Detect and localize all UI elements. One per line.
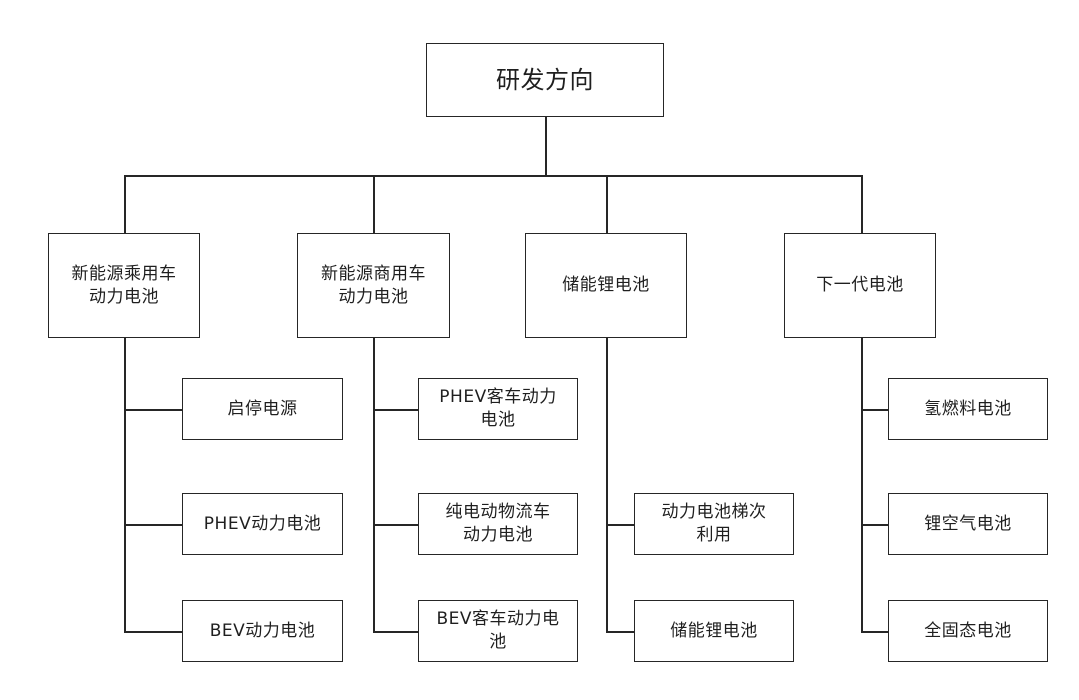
node-branch-label-1: 新能源乘用车 动力电池 (71, 263, 177, 307)
node-child-hydrogen-fuel-cell[interactable]: 氢燃料电池 (888, 378, 1048, 440)
connector-stub-b1-c3 (124, 631, 182, 633)
node-child-label-b2-c2: 纯电动物流车 动力电池 (445, 502, 551, 545)
connector-bus-drop-3 (606, 175, 608, 233)
node-child-bev-bus-power-battery[interactable]: BEV客车动力电 池 (418, 600, 578, 662)
connector-stub-b1-c1 (124, 409, 182, 411)
connector-stub-b2-c1 (373, 409, 418, 411)
node-root-label: 研发方向 (496, 65, 594, 94)
connector-stub-b2-c3 (373, 631, 418, 633)
connector-spine-branch-4 (861, 338, 863, 632)
node-child-label-b4-c1: 氢燃料电池 (924, 398, 1012, 419)
node-child-start-stop-power[interactable]: 启停电源 (182, 378, 343, 440)
connector-stub-b3-c2 (606, 631, 634, 633)
node-child-phev-bus-power-battery[interactable]: PHEV客车动力 电池 (418, 378, 578, 440)
node-child-label-b1-c3: BEV动力电池 (209, 620, 316, 641)
node-branch-label-4: 下一代电池 (816, 275, 904, 296)
node-child-bev-power-battery[interactable]: BEV动力电池 (182, 600, 343, 662)
node-child-all-solid-state-battery[interactable]: 全固态电池 (888, 600, 1048, 662)
connector-root-drop (545, 117, 547, 176)
node-child-battery-echelon-utilization[interactable]: 动力电池梯次 利用 (634, 493, 794, 555)
connector-stub-b4-c3 (861, 631, 888, 633)
node-child-label-b4-c2: 锂空气电池 (924, 513, 1012, 534)
connector-stub-b4-c1 (861, 409, 888, 411)
connector-bus-drop-2 (373, 175, 375, 233)
node-child-label-b3-c1: 动力电池梯次 利用 (661, 502, 767, 545)
node-branch-label-3: 储能锂电池 (562, 275, 650, 296)
connector-stub-b3-c1 (606, 524, 634, 526)
node-child-label-b4-c3: 全固态电池 (924, 620, 1012, 641)
node-child-label-b2-c1: PHEV客车动力 电池 (439, 387, 557, 430)
node-child-energy-storage-lithium-battery[interactable]: 储能锂电池 (634, 600, 794, 662)
connector-bus-drop-4 (861, 175, 863, 233)
node-child-bev-logistics-power-battery[interactable]: 纯电动物流车 动力电池 (418, 493, 578, 555)
connector-spine-branch-1 (124, 338, 126, 632)
node-child-label-b1-c1: 启停电源 (227, 398, 298, 419)
connector-level2-bus (124, 175, 862, 177)
node-child-lithium-air-battery[interactable]: 锂空气电池 (888, 493, 1048, 555)
node-root[interactable]: 研发方向 (426, 43, 664, 117)
node-branch-label-2: 新能源商用车 动力电池 (321, 263, 426, 307)
connector-stub-b4-c2 (861, 524, 888, 526)
node-child-label-b2-c3: BEV客车动力电 池 (436, 609, 560, 652)
connector-spine-branch-2 (373, 338, 375, 632)
node-branch-next-generation[interactable]: 下一代电池 (784, 233, 936, 338)
node-branch-energy-storage-lithium[interactable]: 储能锂电池 (525, 233, 687, 338)
connector-bus-drop-1 (124, 175, 126, 233)
node-child-label-b3-c2: 储能锂电池 (670, 620, 758, 641)
node-child-phev-power-battery[interactable]: PHEV动力电池 (182, 493, 343, 555)
node-branch-new-energy-passenger[interactable]: 新能源乘用车 动力电池 (48, 233, 200, 338)
connector-stub-b2-c2 (373, 524, 418, 526)
connector-stub-b1-c2 (124, 524, 182, 526)
connector-spine-branch-3 (606, 338, 608, 632)
node-branch-new-energy-commercial[interactable]: 新能源商用车 动力电池 (297, 233, 450, 338)
node-child-label-b1-c2: PHEV动力电池 (203, 513, 322, 534)
